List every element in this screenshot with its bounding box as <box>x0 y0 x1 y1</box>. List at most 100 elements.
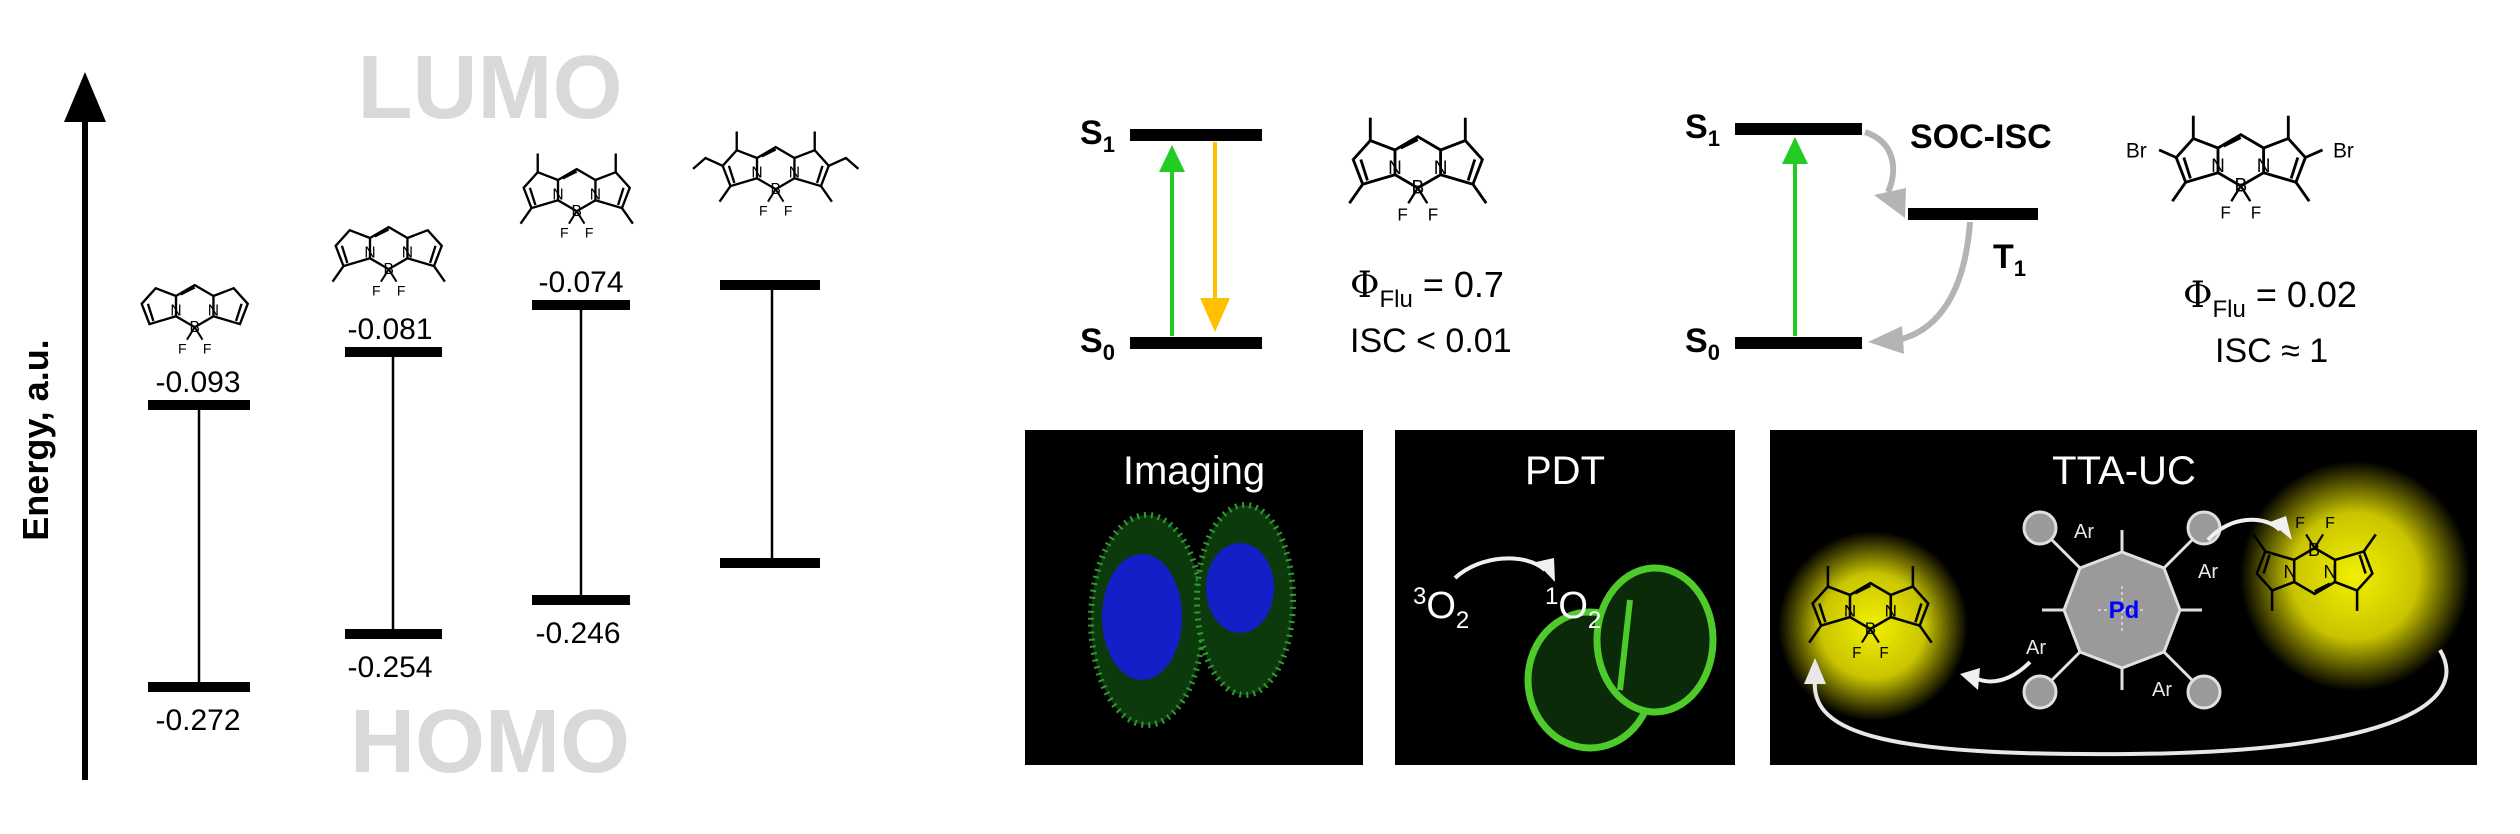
energy-axis-arrowhead <box>64 72 106 122</box>
svg-text:F: F <box>178 341 187 357</box>
svg-text:F: F <box>759 203 768 219</box>
svg-text:N: N <box>402 245 413 262</box>
fluorescence-arrowhead <box>1200 298 1230 332</box>
bodipy-structure-4: N N B F F <box>692 130 860 219</box>
svg-text:N: N <box>590 187 601 204</box>
upconversion-loop-arrow <box>1812 648 2449 757</box>
energy-transfer-arrowhead-left <box>1960 668 1980 690</box>
svg-text:F: F <box>2220 203 2230 222</box>
t1-label: T1 <box>1993 238 2026 281</box>
svg-text:F: F <box>397 283 406 299</box>
pd-porphyrin: Pd Ar Ar Ar Ar <box>2022 510 2222 710</box>
svg-text:F: F <box>560 225 569 241</box>
svg-text:B: B <box>1865 619 1876 638</box>
isc-yield-left: ISC < 0.01 <box>1350 322 1512 360</box>
svg-text:F: F <box>2251 203 2261 222</box>
jablonski-heavy-atom: S1 S0 T1 SOC-ISC Br Br N N B F F ΦFlu = … <box>1685 108 2357 370</box>
tta-uc-panel: TTA-UC N N B F F N N B F F Pd Ar Ar Ar <box>1770 430 2477 765</box>
svg-text:N: N <box>208 303 219 320</box>
svg-text:N: N <box>2211 156 2225 177</box>
s1-label: S1 <box>1685 108 1720 151</box>
sensitizer-glow-left <box>1778 531 1968 721</box>
homo-value: -0.246 <box>535 617 620 650</box>
lumo-value: -0.081 <box>347 313 432 346</box>
phosphorescence-arrow <box>1897 221 1973 343</box>
svg-text:B: B <box>190 319 200 336</box>
svg-text:F: F <box>1428 205 1438 224</box>
bodipy-structure-tta-left: N N B F F <box>1807 564 1933 662</box>
phosphorescence-arrowhead <box>1868 326 1904 354</box>
energy-diagram: Energy, a.u. LUMO HOMO -0.093 -0.272 N N… <box>15 38 860 792</box>
bodipy-structure-2: N N B F F <box>331 225 446 299</box>
svg-text:N: N <box>751 165 762 182</box>
singlet-oxygen: 1O2 <box>1545 583 1601 634</box>
svg-text:B: B <box>771 181 781 198</box>
bodipy-structure-right: Br Br N N B F F <box>2126 114 2354 222</box>
absorption-arrowhead <box>1159 145 1185 172</box>
svg-text:N: N <box>1434 158 1448 179</box>
phi-fluorescence-right: ΦFlu = 0.02 <box>2183 274 2357 323</box>
phi-fluorescence-left: ΦFlu = 0.7 <box>1350 264 1504 313</box>
compound-1-levels: -0.093 -0.272 <box>148 366 250 737</box>
lumo-value: -0.074 <box>538 266 623 299</box>
svg-text:F: F <box>2325 515 2335 532</box>
isc-arrow <box>1863 129 1897 194</box>
soc-isc-label: SOC-ISC <box>1910 118 2052 156</box>
svg-text:Ar: Ar <box>2074 521 2094 543</box>
svg-text:F: F <box>784 203 793 219</box>
svg-text:N: N <box>170 303 181 320</box>
s1-label: S1 <box>1080 114 1115 157</box>
svg-text:N: N <box>2284 562 2297 582</box>
svg-text:F: F <box>203 341 212 357</box>
svg-text:B: B <box>2234 176 2247 197</box>
svg-text:N: N <box>1885 601 1897 620</box>
svg-text:B: B <box>572 203 582 220</box>
pdt-panel: PDT 3O2 1O2 <box>1395 430 1735 765</box>
bodipy-structure-1: N N B F F <box>140 283 249 357</box>
svg-text:Ar: Ar <box>2198 561 2218 583</box>
cell-1-nucleus <box>1102 554 1182 680</box>
lumo-value: -0.093 <box>155 366 240 399</box>
triplet-oxygen: 3O2 <box>1413 583 1469 634</box>
svg-text:B: B <box>2308 540 2320 560</box>
palladium-label: Pd <box>2109 597 2140 624</box>
pdt-title: PDT <box>1525 449 1605 493</box>
pdt-cell-2 <box>1593 564 1717 716</box>
annihilator-glow-right <box>2240 461 2470 691</box>
upconversion-loop-arrowhead <box>1804 658 1826 684</box>
homo-watermark: HOMO <box>350 692 630 792</box>
compound-2-levels: -0.081 -0.254 <box>345 313 442 684</box>
svg-text:N: N <box>552 187 563 204</box>
s0-label: S0 <box>1080 322 1115 365</box>
homo-value: -0.254 <box>347 651 432 684</box>
imaging-title: Imaging <box>1123 449 1265 493</box>
svg-text:F: F <box>1397 205 1407 224</box>
cell-2-nucleus <box>1206 543 1274 633</box>
absorption-arrowhead <box>1782 137 1808 164</box>
jablonski-fluorescent: S1 S0 N N B F F ΦFlu = 0.7 ISC < 0.01 <box>1080 114 1512 365</box>
svg-text:Ar: Ar <box>2026 637 2046 659</box>
svg-text:F: F <box>2295 515 2305 532</box>
compound-3-levels: -0.074 -0.246 <box>532 266 630 650</box>
s0-label: S0 <box>1685 322 1720 365</box>
imaging-panel: Imaging <box>1025 430 1363 765</box>
bromine-right: Br <box>2333 140 2354 163</box>
compound-4-levels <box>720 280 820 568</box>
svg-text:N: N <box>789 165 800 182</box>
svg-text:F: F <box>372 283 381 299</box>
energy-transfer-arrowhead-right <box>2270 516 2292 540</box>
pdt-conversion-arrowhead <box>1536 558 1555 582</box>
pdt-conversion-arrow <box>1453 556 1547 580</box>
bodipy-structure-3: N N B F F <box>519 152 635 241</box>
lumo-watermark: LUMO <box>358 38 623 138</box>
svg-text:N: N <box>2257 156 2271 177</box>
svg-text:F: F <box>1879 645 1888 662</box>
energy-transfer-arrow-left <box>1974 660 2032 684</box>
bodipy-tta-right-atoms: N N B F F <box>2284 515 2337 582</box>
homo-value: -0.272 <box>155 704 240 737</box>
tta-title: TTA-UC <box>2052 449 2196 493</box>
isc-yield-right: ISC ≈ 1 <box>2215 332 2328 370</box>
energy-axis-label: Energy, a.u. <box>15 339 56 540</box>
svg-text:F: F <box>1852 645 1861 662</box>
